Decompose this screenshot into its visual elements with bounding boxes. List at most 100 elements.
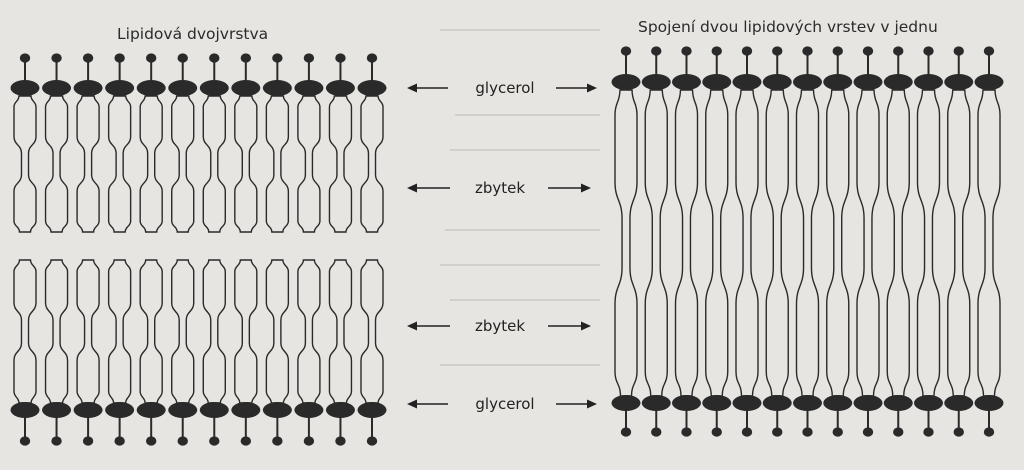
right-panel-title: Spojení dvou lipidových vrstev v jednu xyxy=(638,18,938,36)
phosphate-head xyxy=(953,427,964,437)
paper-texture xyxy=(440,29,600,366)
glycerol-head xyxy=(136,402,166,418)
label-glycerol-top: glycerol xyxy=(407,79,597,97)
phosphate-head xyxy=(802,427,813,437)
fatty-acid-tail xyxy=(107,259,132,404)
label-zbytek-upper: zbytek xyxy=(407,179,591,197)
fatty-acid-tail xyxy=(171,259,195,404)
fatty-acid-tail xyxy=(234,259,258,404)
glycerol-head xyxy=(914,74,943,90)
phosphate-head xyxy=(772,427,783,437)
phosphate-head xyxy=(983,427,995,437)
glycerol-head xyxy=(168,402,198,418)
glycerol-head xyxy=(672,74,701,90)
glycerol-head xyxy=(672,395,701,411)
merged-lipid-molecule xyxy=(974,46,1004,437)
merged-lipid-molecule xyxy=(914,46,943,437)
glycerol-head xyxy=(357,402,387,418)
zbytek-lower-label: zbytek xyxy=(475,317,525,335)
fatty-acid-tail xyxy=(76,259,100,404)
glycerol-head xyxy=(231,402,261,418)
phosphate-head xyxy=(114,436,125,446)
arrow-right-icon xyxy=(548,321,591,331)
phosphate-head xyxy=(832,427,843,437)
arrow-left-icon xyxy=(407,321,450,331)
phosphate-head xyxy=(240,436,252,446)
phosphate-head xyxy=(272,53,283,63)
fatty-acid-tail xyxy=(234,95,258,233)
fatty-acid-tail xyxy=(886,89,910,397)
phosphate-head xyxy=(366,53,378,63)
glycerol-head xyxy=(231,80,261,96)
merged-lipid-molecule xyxy=(672,46,701,437)
glycerol-head xyxy=(262,402,292,418)
glycerol-head xyxy=(325,402,355,418)
phosphate-head xyxy=(177,53,188,63)
fatty-acid-tail xyxy=(795,89,820,397)
phosphate-head xyxy=(209,53,220,63)
phosphate-head xyxy=(983,46,995,56)
fatty-acid-tail xyxy=(139,95,163,233)
phosphate-head xyxy=(620,46,632,56)
glycerol-head xyxy=(853,395,883,411)
phosphate-head xyxy=(145,436,157,446)
phosphate-head xyxy=(19,436,31,446)
fatty-acid-tail xyxy=(977,89,1001,397)
phosphate-head xyxy=(19,53,31,63)
glycerol-head xyxy=(105,402,135,418)
fatty-acid-tail xyxy=(107,95,132,233)
glycerol-head xyxy=(105,80,135,96)
phosphate-head xyxy=(711,46,722,56)
phosphate-head xyxy=(862,46,874,56)
lipid-molecule xyxy=(262,53,292,446)
phosphate-head xyxy=(953,46,964,56)
merged-lipid-molecule xyxy=(702,46,732,437)
fatty-acid-tail xyxy=(265,95,290,233)
phosphate-head xyxy=(651,427,662,437)
glycerol-head xyxy=(732,395,762,411)
fatty-acid-tail xyxy=(13,259,37,404)
merged-lipid-molecule xyxy=(641,46,671,437)
phosphate-head xyxy=(51,53,62,63)
glycerol-head xyxy=(702,74,732,90)
glycerol-head xyxy=(641,74,671,90)
left-bilayer xyxy=(10,53,387,446)
glycerol-head xyxy=(294,402,324,418)
merged-lipid-molecule xyxy=(883,46,913,437)
glycerol-head xyxy=(883,74,913,90)
fatty-acid-tail xyxy=(328,259,353,404)
phosphate-head xyxy=(335,53,346,63)
lipid-molecule xyxy=(10,53,40,446)
glycerol-head xyxy=(136,80,166,96)
glycerol-head xyxy=(944,395,974,411)
glycerol-head xyxy=(42,80,72,96)
fatty-acid-tail xyxy=(202,95,226,233)
lipid-molecule xyxy=(294,53,324,446)
glycerol-head xyxy=(762,74,792,90)
phosphate-head xyxy=(681,46,692,56)
phosphate-head xyxy=(802,46,813,56)
lipid-molecule xyxy=(325,53,355,446)
glycerol-head xyxy=(10,402,40,418)
glycerol-head xyxy=(883,395,913,411)
arrow-right-icon xyxy=(556,83,597,93)
lipid-molecule xyxy=(136,53,166,446)
phosphate-head xyxy=(923,427,934,437)
lipid-molecule xyxy=(168,53,198,446)
glycerol-head xyxy=(611,395,641,411)
lipid-molecule xyxy=(73,53,103,446)
phosphate-head xyxy=(82,436,94,446)
glycerol-head xyxy=(853,74,883,90)
phosphate-head xyxy=(893,427,904,437)
glycerol-head xyxy=(914,395,943,411)
fatty-acid-tail xyxy=(360,259,384,404)
glycerol-head xyxy=(793,395,822,411)
fatty-acid-tail xyxy=(614,89,638,397)
merged-lipid-molecule xyxy=(732,46,762,437)
arrow-left-icon xyxy=(407,399,448,409)
merged-lipid-molecule xyxy=(853,46,883,437)
glycerol-head xyxy=(732,74,762,90)
fatty-acid-tail xyxy=(139,259,163,404)
